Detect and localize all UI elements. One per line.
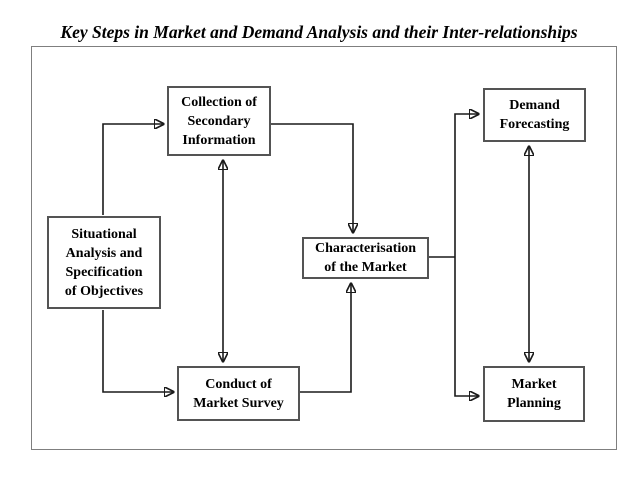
- diagram-title: Key Steps in Market and Demand Analysis …: [60, 22, 578, 42]
- box-characterisation-of-the-market: Characterisation of the Market: [302, 237, 429, 279]
- box-situational-analysis-and-specification-of-objectives: Situational Analysis and Specification o…: [47, 216, 161, 309]
- box-market-planning: Market Planning: [483, 366, 585, 422]
- box-conduct-of-market-survey: Conduct of Market Survey: [177, 366, 300, 421]
- diagram-outer-frame: [31, 46, 617, 450]
- box-collection-of-secondary-information: Collection of Secondary Information: [167, 86, 271, 156]
- box-demand-forecasting: Demand Forecasting: [483, 88, 586, 142]
